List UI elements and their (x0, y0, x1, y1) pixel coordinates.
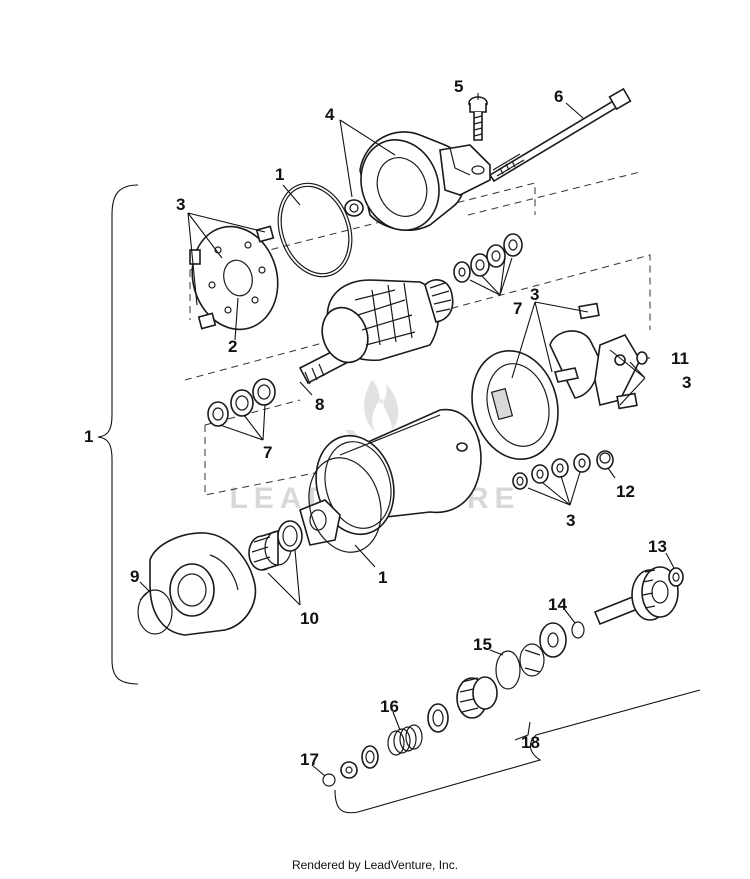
callout-1-oring-top: 1 (275, 165, 284, 184)
callout-4: 4 (325, 105, 335, 124)
callout-3-holder: 3 (682, 373, 691, 392)
washer-stack-lower (207, 378, 276, 427)
watermark-flame-icon (364, 380, 399, 432)
callouts: 1 1 1 2 3 3 3 3 4 5 6 7 7 8 9 10 11 12 1… (84, 77, 691, 769)
gear-bracket-tip (514, 721, 531, 741)
e-clip (322, 773, 336, 787)
callout-6: 6 (554, 87, 563, 106)
callout-2: 2 (228, 337, 237, 356)
spring (387, 724, 423, 756)
callout-15: 15 (473, 635, 492, 654)
o-ring-lower (308, 457, 382, 553)
thrust-washer (539, 622, 567, 658)
callout-5: 5 (454, 77, 463, 96)
end-washer (668, 567, 684, 587)
callout-17: 17 (300, 750, 319, 769)
armature (298, 279, 454, 385)
spring-seat (361, 745, 379, 769)
callout-8: 8 (315, 395, 324, 414)
through-bolt (488, 87, 632, 183)
callout-16: 16 (380, 697, 399, 716)
brush-plate (189, 225, 279, 331)
collar (427, 703, 449, 733)
drive-housing-ring (137, 589, 173, 635)
washer-stack-right (512, 453, 591, 490)
callout-7-lower: 7 (263, 443, 272, 462)
gear-assembly-bracket (334, 689, 701, 814)
callout-7-upper: 7 (513, 299, 522, 318)
insulator-sleeve (471, 349, 559, 461)
washer-stack-upper (453, 233, 523, 283)
o-ring-top (277, 182, 353, 278)
callout-3-washers: 3 (566, 511, 575, 530)
callout-18: 18 (521, 733, 540, 752)
bushing (344, 199, 364, 217)
assembly-bracket (97, 184, 139, 685)
o-ring-drive (495, 650, 521, 690)
leader-lines (139, 93, 675, 777)
callout-1-assembly: 1 (84, 427, 93, 446)
needle-bearing (248, 520, 303, 571)
nut (596, 450, 614, 470)
retainer-clip (519, 643, 545, 677)
pinion-gear-shaft (593, 566, 679, 626)
callout-3-sleeve: 3 (530, 285, 539, 304)
callout-10: 10 (300, 609, 319, 628)
brush-holder (549, 302, 641, 410)
callout-14: 14 (548, 595, 567, 614)
end-housing (359, 131, 491, 231)
callout-11: 11 (671, 349, 689, 368)
stop-washer (340, 761, 358, 779)
small-washer (636, 351, 648, 365)
callout-12: 12 (616, 482, 635, 501)
drive-housing (139, 532, 257, 636)
callout-13: 13 (648, 537, 667, 556)
callout-9: 9 (130, 567, 139, 586)
screw (468, 96, 488, 141)
clutch-gear (456, 676, 498, 719)
callout-1-oring-lower: 1 (378, 568, 387, 587)
callout-3-brush-plate: 3 (176, 195, 185, 214)
footer-credit: Rendered by LeadVenture, Inc. (291, 858, 459, 872)
snap-ring (571, 621, 585, 639)
